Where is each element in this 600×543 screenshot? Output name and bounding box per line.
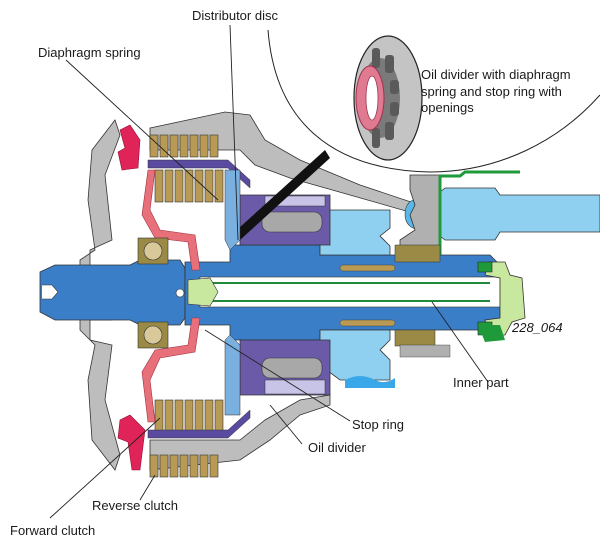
bearing-top <box>137 237 169 265</box>
leader-forward-clutch <box>49 417 161 519</box>
diaphragm-spring-bottom <box>117 414 146 471</box>
forward-clutch-plates-bottom <box>154 399 224 433</box>
label-oil-divider-inset-2: spring and stop ring with <box>421 84 562 99</box>
piston-top <box>141 169 201 271</box>
piston-bottom <box>141 317 201 423</box>
reverse-clutch-plates-top <box>149 134 219 158</box>
right-bearing <box>394 244 441 263</box>
label-stop-ring: Stop ring <box>352 417 404 432</box>
label-distributor-disc: Distributor disc <box>192 8 278 23</box>
label-inner-part: Inner part <box>453 375 509 390</box>
cylinder-bottom <box>224 334 241 416</box>
inset-pointer <box>228 150 330 240</box>
inner-part <box>199 276 501 308</box>
input-shaft <box>39 259 186 326</box>
green-cover <box>438 170 520 255</box>
light-blue-upper <box>319 209 391 256</box>
clutch-carrier-top <box>147 159 251 189</box>
seal-end-cap <box>484 261 526 336</box>
figure-number: 228_064 <box>511 320 563 335</box>
label-oil-divider-inset-1: Oil divider with diaphragm <box>421 67 571 82</box>
light-blue-lower <box>319 329 391 381</box>
bearing-bottom <box>137 321 169 349</box>
diaphragm-spring-top <box>117 124 141 171</box>
leader-reverse-clutch <box>139 474 156 501</box>
leader-diaphragm-spring <box>65 59 219 201</box>
clutch-carrier-bottom <box>147 409 251 439</box>
leader-stop-ring <box>204 329 351 422</box>
leader-oil-divider <box>269 404 303 445</box>
label-oil-divider: Oil divider <box>308 440 366 455</box>
label-oil-divider-inset-3: openings <box>421 100 474 115</box>
output-shaft <box>429 187 600 241</box>
label-reverse-clutch: Reverse clutch <box>92 498 178 513</box>
inset-arc <box>267 29 600 173</box>
reverse-clutch-plates-bottom <box>149 454 219 478</box>
leader-distributor-disc <box>229 24 239 241</box>
label-diaphragm-spring: Diaphragm spring <box>38 45 141 60</box>
label-forward-clutch: Forward clutch <box>10 523 95 538</box>
leader-inner-part <box>431 301 489 383</box>
forward-clutch-plates-top <box>154 169 224 203</box>
oil-divider-inset-illustration <box>353 35 423 161</box>
